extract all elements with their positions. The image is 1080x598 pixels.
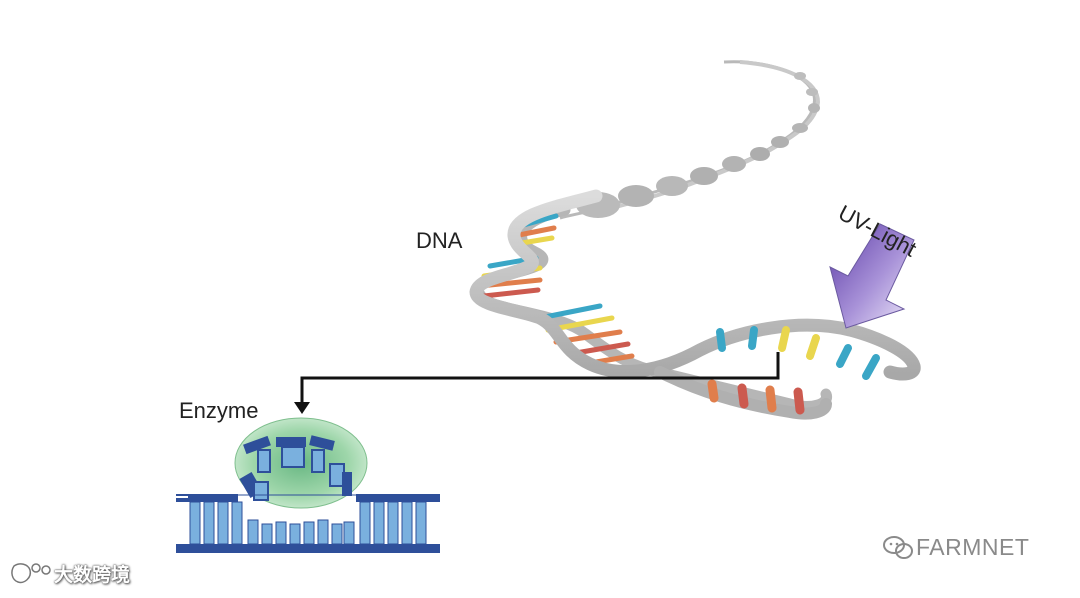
dna-helix-far: [559, 60, 821, 220]
repair-dna-ladder: [176, 494, 440, 553]
enzyme-complex: [234, 417, 368, 509]
watermark-right: FARMNET: [880, 533, 1029, 561]
watermark-left-text: 大数跨境: [54, 564, 131, 586]
connector-arrow: [294, 352, 780, 414]
dna-helix-near: [469, 189, 921, 420]
bilibili-logo-icon: [11, 563, 51, 584]
watermark-left: 大数跨境: [10, 561, 131, 586]
uv-light-arrow: [829, 223, 915, 329]
enzyme-label: Enzyme: [179, 398, 259, 423]
wechat-logo-icon: [883, 536, 913, 559]
watermark-right-text: FARMNET: [916, 533, 1030, 560]
dna-label: DNA: [416, 228, 463, 253]
